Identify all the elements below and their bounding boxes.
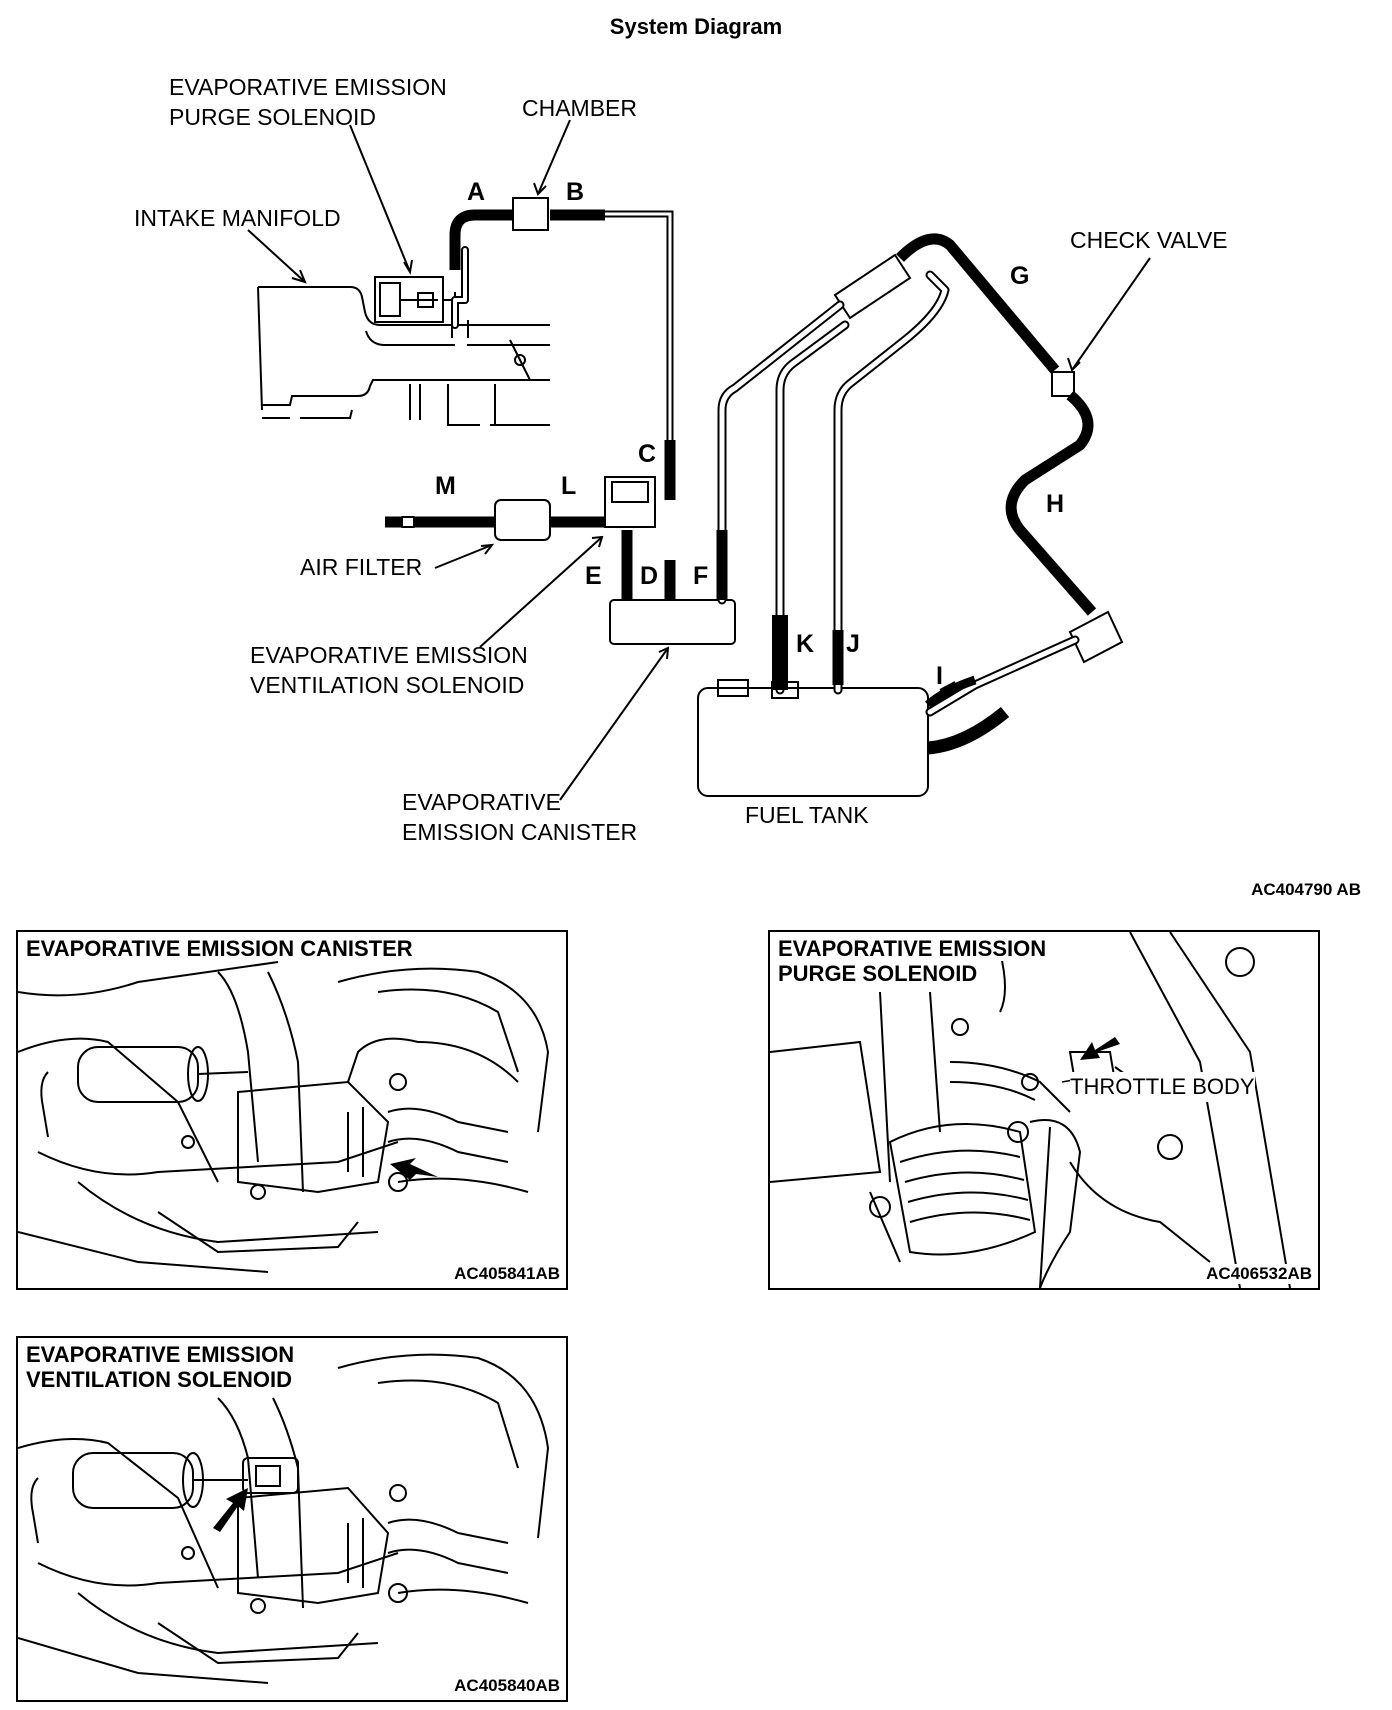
purge-solenoid-location-panel: EVAPORATIVE EMISSION PURGE SOLENOID xyxy=(768,930,1320,1290)
purge-solenoid-shape xyxy=(374,276,456,325)
canister-arrow-icon xyxy=(390,1158,438,1180)
system-diagram xyxy=(247,119,1151,801)
purge-panel-title-line2: PURGE SOLENOID xyxy=(778,961,982,986)
hose-letter-d: D xyxy=(640,562,659,590)
canister-label-line1: EVAPORATIVE xyxy=(402,789,561,815)
chamber-shape xyxy=(512,197,549,231)
ventilation-panel-title-line1: EVAPORATIVE EMISSION xyxy=(26,1342,299,1367)
purge-panel-code: AC406532AB xyxy=(1206,1264,1312,1284)
ventilation-panel-code: AC405840AB xyxy=(454,1676,560,1696)
hose-letter-m: M xyxy=(435,472,456,500)
throttle-body-callout: THROTTLE BODY xyxy=(1070,1072,1255,1102)
hose-letter-j: J xyxy=(846,630,860,658)
throttle-body-illustration xyxy=(770,932,1291,1288)
canister-label-line2: EMISSION CANISTER xyxy=(402,819,638,845)
intake-manifold xyxy=(257,286,550,426)
check-valve-label: CHECK VALVE xyxy=(1070,227,1228,253)
hose-letter-g: G xyxy=(1010,262,1030,290)
canister-location-panel: EVAPORATIVE EMISSION CANISTER xyxy=(16,930,568,1290)
check-valve-shape xyxy=(1051,371,1075,397)
purge-arrow-icon xyxy=(1080,1037,1120,1060)
purge-solenoid-label-line1: EVAPORATIVE EMISSION xyxy=(169,74,447,100)
hose-letter-a: A xyxy=(467,178,486,206)
purge-solenoid-label-line2: PURGE SOLENOID xyxy=(169,104,377,130)
fuel-tank-label: FUEL TANK xyxy=(745,802,869,828)
hose-letter-e: E xyxy=(585,562,602,590)
hose-letter-f: F xyxy=(693,562,709,590)
hose-letter-k: K xyxy=(796,630,815,658)
intake-manifold-label: INTAKE MANIFOLD xyxy=(134,205,341,231)
diagram-code: AC404790 AB xyxy=(1251,880,1361,899)
purge-panel-title-line1: EVAPORATIVE EMISSION xyxy=(778,936,1051,961)
fuel-tank-shape xyxy=(697,687,929,797)
ventilation-solenoid-location-panel: EVAPORATIVE EMISSION VENTILATION SOLENOI… xyxy=(16,1336,568,1702)
hose-letter-l: L xyxy=(561,472,577,500)
hose-letter-c: C xyxy=(638,440,657,468)
canister-illustration xyxy=(18,961,550,1273)
air-filter-label: AIR FILTER xyxy=(300,554,423,580)
canister-panel-title: EVAPORATIVE EMISSION CANISTER xyxy=(26,936,417,961)
ventilation-solenoid-label-line2: VENTILATION SOLENOID xyxy=(250,672,525,698)
canister-shape xyxy=(609,599,736,645)
hose-letter-b: B xyxy=(566,178,585,206)
ventilation-arrow-icon xyxy=(213,1488,248,1532)
ventilation-solenoid-label-line1: EVAPORATIVE EMISSION xyxy=(250,642,528,668)
canister-panel-code: AC405841AB xyxy=(454,1264,560,1284)
chamber-label: CHAMBER xyxy=(522,95,638,121)
hose-letter-h: H xyxy=(1046,490,1065,518)
ventilation-solenoid-shape xyxy=(604,476,656,528)
ventilation-panel-title-line2: VENTILATION SOLENOID xyxy=(26,1367,297,1392)
page-title: System Diagram xyxy=(609,14,783,39)
ventilation-illustration xyxy=(18,1353,550,1684)
hose-letter-i: I xyxy=(936,662,943,690)
air-filter-shape xyxy=(494,499,551,541)
